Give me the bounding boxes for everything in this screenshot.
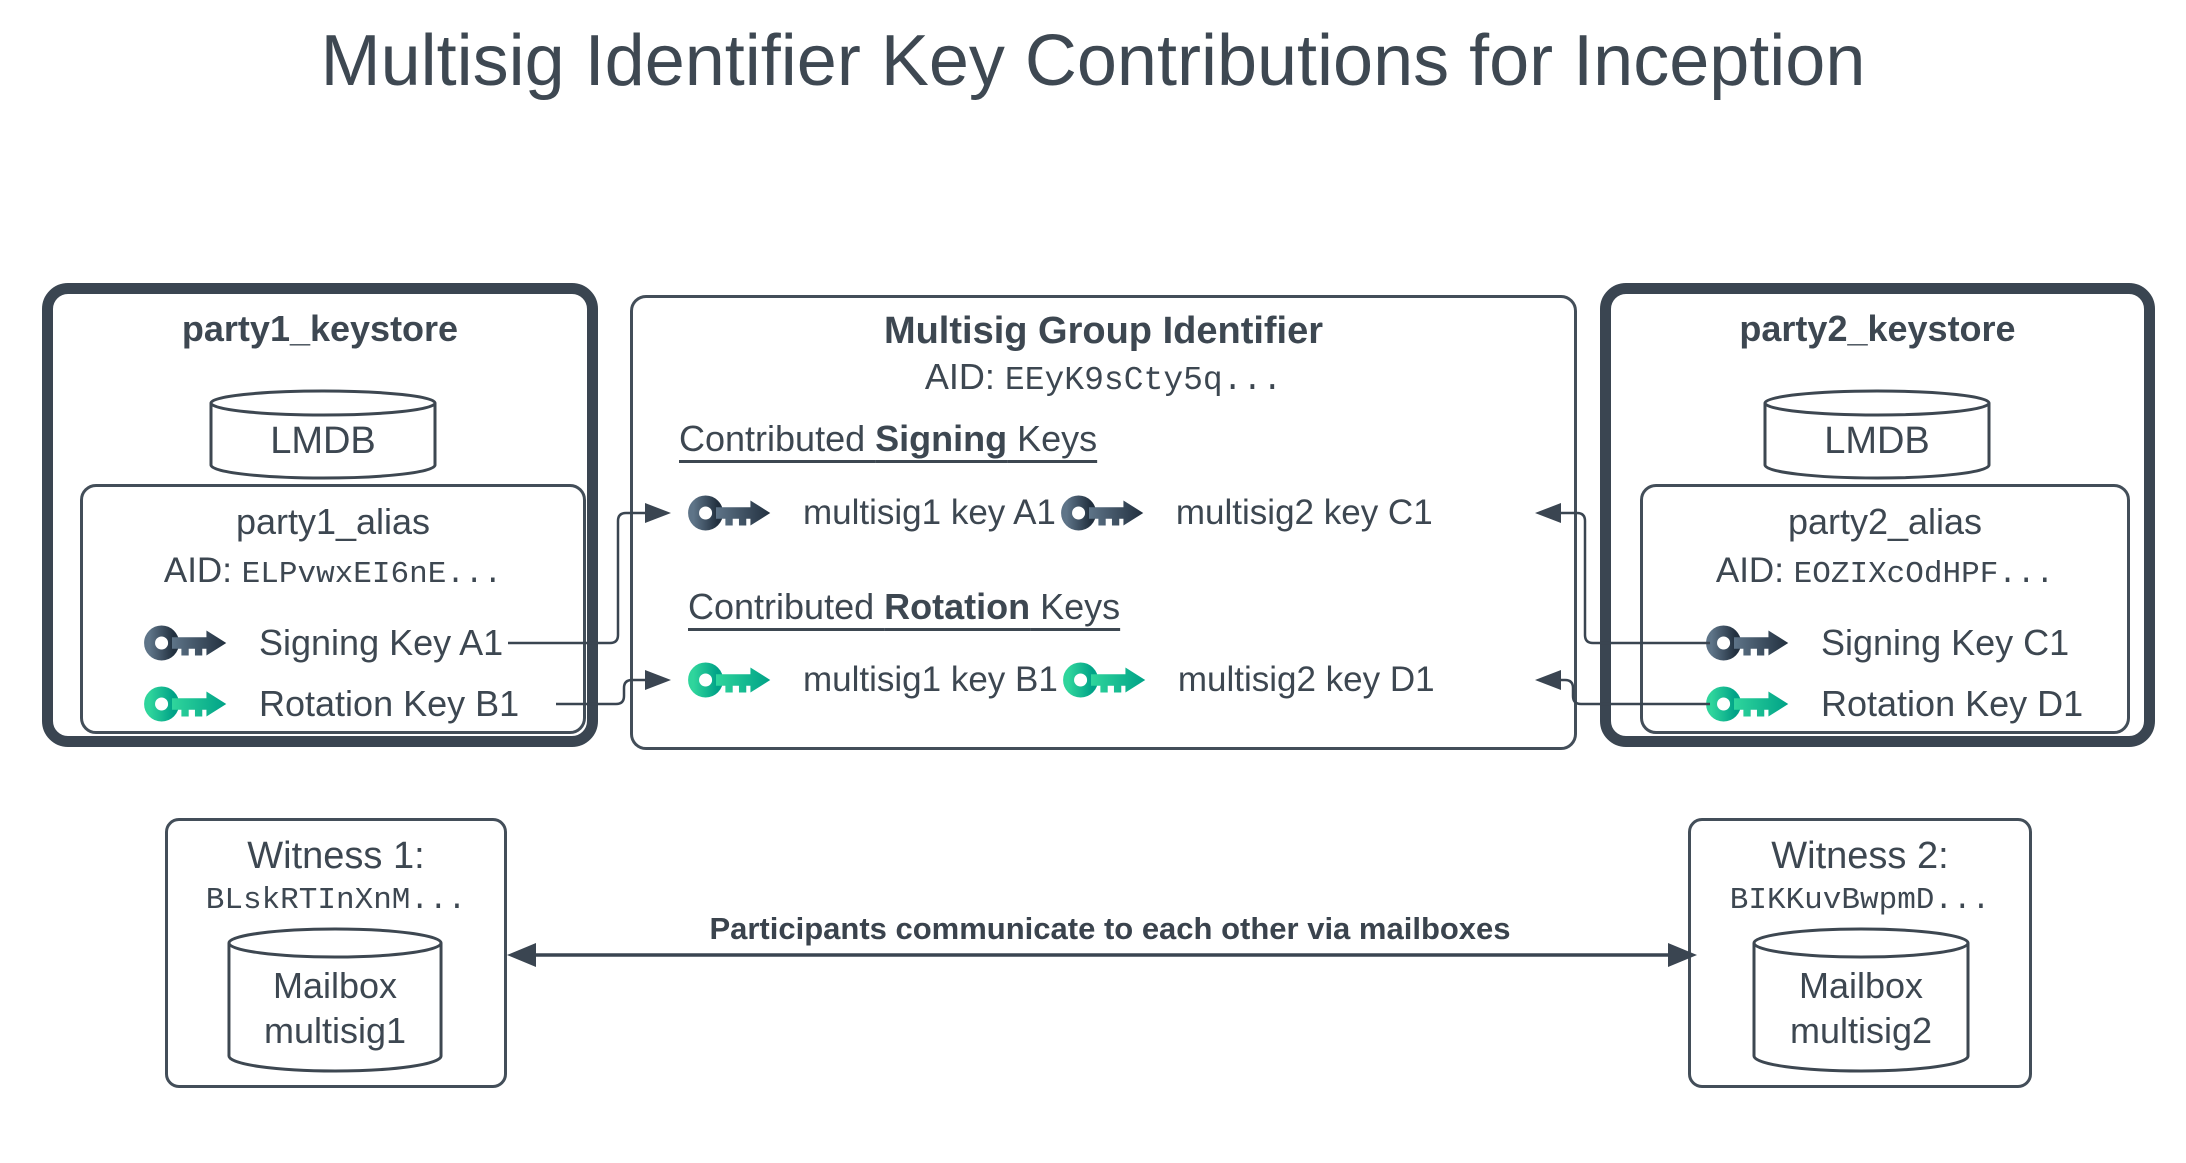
party2-db-label: LMDB	[1824, 420, 1930, 462]
group-aid-line: AID: EEyK9sCty5q...	[633, 356, 1574, 399]
rotation-key-icon	[1705, 680, 1811, 728]
heading-text: Contributed	[688, 586, 885, 627]
witness2-mailbox-cylinder: Mailbox multisig2	[1751, 925, 1971, 1075]
heading-text: Contributed	[679, 418, 876, 459]
witness2-box: Witness 2: BIKKuvBwpmD... Mailbox multis…	[1688, 818, 2032, 1088]
party1-aid-value: ELPvwxEI6nE...	[241, 557, 503, 592]
heading-emphasis: Signing	[875, 418, 1008, 459]
witness2-aid: BIKKuvBwpmD...	[1729, 883, 1991, 918]
heading-emphasis: Rotation	[884, 586, 1031, 627]
party2-rotation-key-label: Rotation Key D1	[1821, 683, 2084, 724]
group-rotation-key-2: multisig2 key D1	[1177, 660, 1435, 699]
party1-aid-line: AID: ELPvwxEI6nE...	[83, 551, 583, 592]
group-signing-keys-row: multisig1 key A1 multisig2 key C1	[687, 489, 1437, 537]
database-cylinder-icon	[227, 927, 443, 1073]
witness1-title: Witness 1:	[247, 835, 425, 877]
party2-aid-line: AID: EOZIXcOdHPF...	[1643, 551, 2127, 592]
witness1-mailbox-cylinder: Mailbox multisig1	[226, 925, 444, 1075]
party2-lmdb-cylinder: LMDB	[1762, 388, 1992, 480]
database-cylinder-icon	[209, 389, 437, 480]
group-signing-key-2: multisig2 key C1	[1175, 493, 1433, 532]
party1-signing-key-row: Signing Key A1	[143, 619, 503, 667]
party1-signing-key-label: Signing Key A1	[259, 622, 504, 663]
witness2-mailbox-label: Mailbox multisig2	[1751, 963, 1971, 1054]
party1-rotation-key-label: Rotation Key B1	[259, 683, 520, 724]
mailbox-line2: multisig1	[263, 1010, 407, 1052]
mailbox-line2: multisig2	[1789, 1010, 1933, 1052]
party1-keystore-title: party1_keystore	[181, 308, 459, 349]
heading-text: Keys	[1030, 586, 1121, 627]
heading-text: Keys	[1007, 418, 1098, 459]
aid-label: AID:	[924, 356, 995, 397]
mailbox-line1: Mailbox	[272, 965, 398, 1006]
party2-keystore-title: party2_keystore	[1739, 308, 2016, 349]
signing-key-icon	[1705, 619, 1811, 667]
database-cylinder-icon	[1763, 389, 1991, 480]
party1-rotation-key-row: Rotation Key B1	[143, 680, 519, 728]
witness1-mailbox-label: Mailbox multisig1	[226, 963, 444, 1054]
party1-keystore-box: party1_keystore LMDB party1_alias AID: E…	[42, 283, 598, 747]
page-title: Multisig Identifier Key Contributions fo…	[320, 21, 1866, 101]
party1-db-label: LMDB	[270, 420, 376, 462]
party2-alias-box: party2_alias AID: EOZIXcOdHPF... Signing…	[1640, 484, 2130, 734]
party2-signing-key-row: Signing Key C1	[1705, 619, 2069, 667]
aid-label: AID:	[163, 551, 232, 590]
signing-key-icon	[1060, 489, 1166, 537]
group-rotation-keys-row: multisig1 key B1 multisig2 key D1	[687, 656, 1439, 704]
party2-alias-name: party2_alias	[1787, 501, 1983, 542]
mailbox-line1: Mailbox	[1798, 965, 1924, 1006]
witness2-title: Witness 2:	[1771, 835, 1949, 877]
group-aid-value: EEyK9sCty5q...	[1004, 362, 1283, 399]
rotation-key-icon	[143, 680, 249, 728]
group-signing-key-1: multisig1 key A1	[803, 493, 1056, 532]
multisig-group-title: Multisig Group Identifier	[883, 310, 1324, 352]
party1-lmdb-cylinder: LMDB	[208, 388, 438, 480]
contributed-rotation-keys-heading: Contributed Rotation Keys	[688, 586, 1120, 628]
witness1-box: Witness 1: BLskRTInXnM... Mailbox multis…	[165, 818, 507, 1088]
rotation-key-icon	[1062, 656, 1168, 704]
mailbox-communication-label: Participants communicate to each other v…	[709, 911, 1511, 946]
party2-aid-value: EOZIXcOdHPF...	[1793, 557, 2055, 592]
aid-label: AID:	[1715, 551, 1784, 590]
witness1-aid: BLskRTInXnM...	[205, 883, 467, 918]
arrowhead-witness-left	[507, 943, 536, 967]
contributed-signing-keys-heading: Contributed Signing Keys	[679, 418, 1097, 460]
party2-signing-key-label: Signing Key C1	[1821, 622, 2070, 663]
group-rotation-key-1: multisig1 key B1	[803, 660, 1058, 699]
multisig-group-box: Multisig Group Identifier AID: EEyK9sCty…	[630, 295, 1577, 750]
party2-rotation-key-row: Rotation Key D1	[1705, 680, 2083, 728]
party1-alias-name: party1_alias	[235, 501, 431, 542]
party1-alias-box: party1_alias AID: ELPvwxEI6nE... Signing…	[80, 484, 586, 734]
party2-keystore-box: party2_keystore LMDB party2_alias AID: E…	[1600, 283, 2155, 747]
database-cylinder-icon	[1752, 927, 1970, 1073]
signing-key-icon	[687, 489, 793, 537]
signing-key-icon	[143, 619, 249, 667]
rotation-key-icon	[687, 656, 793, 704]
